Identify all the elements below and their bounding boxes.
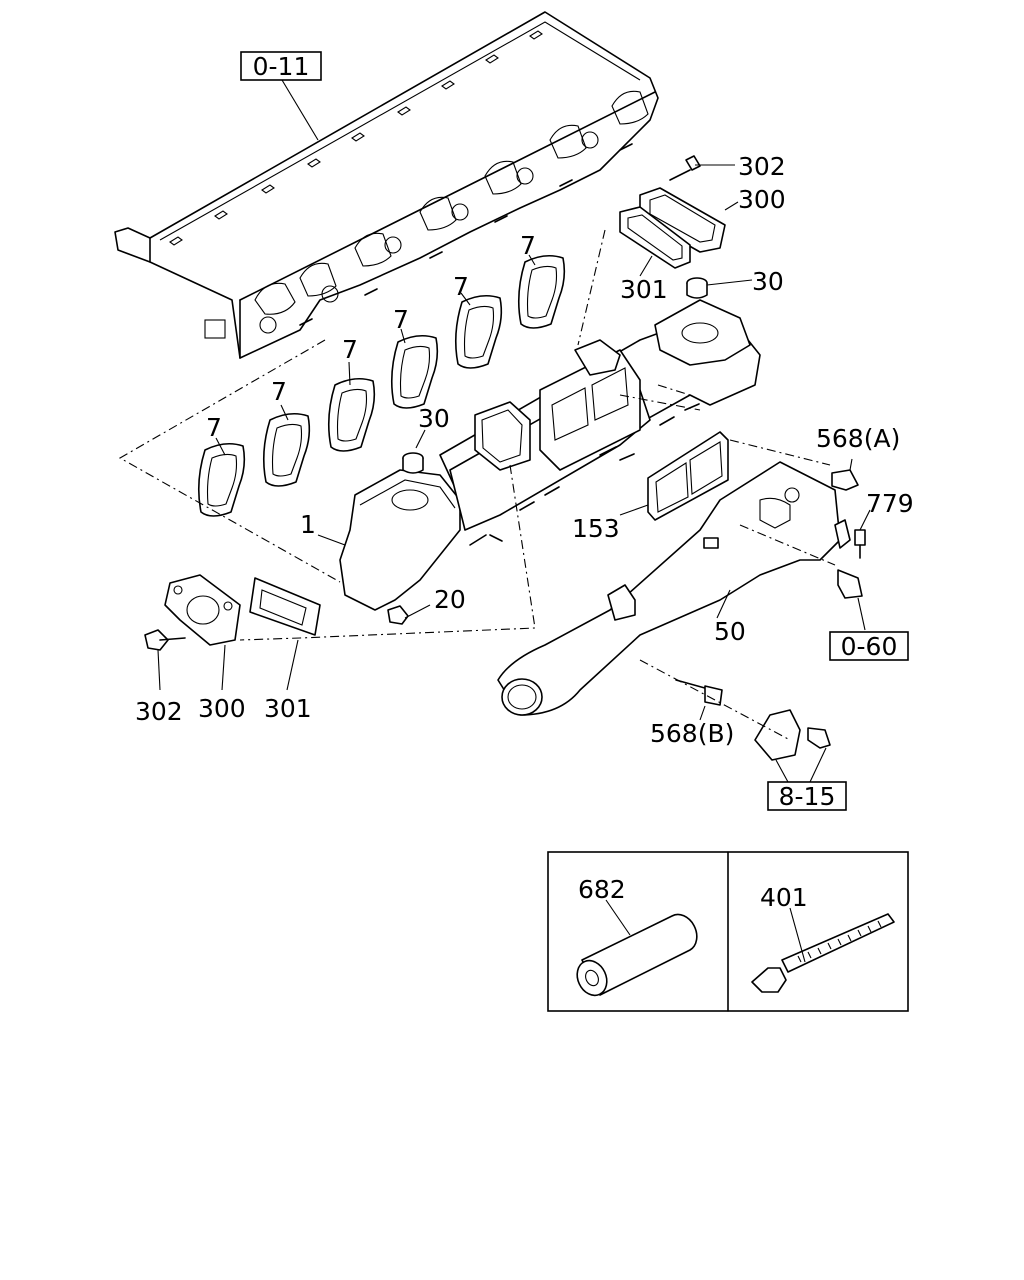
callout-7-c: 7 bbox=[342, 335, 358, 364]
manifold-gaskets bbox=[197, 254, 566, 517]
ref-box-8-15: 8-15 bbox=[767, 781, 847, 811]
ref-0-60-label: 0-60 bbox=[841, 632, 898, 661]
accessory-inset: 682 401 bbox=[547, 851, 909, 1012]
caps bbox=[402, 277, 708, 474]
sleeve-icon bbox=[576, 913, 698, 997]
callout-302-bottom: 302 bbox=[135, 697, 183, 726]
callout-50: 50 bbox=[714, 617, 746, 646]
callout-30-left: 30 bbox=[418, 404, 450, 433]
callout-300-bottom: 300 bbox=[198, 694, 246, 723]
bottom-cover-assembly bbox=[164, 574, 321, 646]
ref-0-11-label: 0-11 bbox=[253, 52, 310, 81]
callout-779: 779 bbox=[866, 489, 914, 518]
exhaust-outlet-gasket bbox=[647, 431, 729, 521]
callout-401: 401 bbox=[760, 883, 808, 912]
callout-30-right: 30 bbox=[752, 267, 784, 296]
callout-7-b: 7 bbox=[271, 377, 287, 406]
part-callouts: 302 300 301 30 7 7 7 7 7 7 30 568(A) 779… bbox=[135, 152, 914, 748]
cylinder-head bbox=[114, 11, 659, 359]
callout-301-bottom: 301 bbox=[264, 694, 312, 723]
callout-7-d: 7 bbox=[393, 305, 409, 334]
callout-682: 682 bbox=[578, 875, 626, 904]
cable-tie-icon bbox=[751, 913, 895, 993]
callout-7-a: 7 bbox=[206, 413, 222, 442]
callout-1: 1 bbox=[300, 510, 316, 539]
bracket bbox=[754, 709, 831, 761]
callout-7-e: 7 bbox=[453, 272, 469, 301]
fasteners bbox=[144, 469, 866, 706]
callout-153: 153 bbox=[572, 514, 620, 543]
ref-box-0-11: 0-11 bbox=[240, 51, 322, 81]
leader-lines bbox=[157, 79, 871, 783]
callout-300-top: 300 bbox=[738, 185, 786, 214]
assembly-lines bbox=[118, 229, 836, 741]
callout-7-f: 7 bbox=[520, 231, 536, 260]
exhaust-pipe bbox=[497, 461, 851, 716]
callout-20: 20 bbox=[434, 585, 466, 614]
top-cover-assembly bbox=[619, 155, 726, 269]
callout-301-top: 301 bbox=[620, 275, 668, 304]
ref-8-15-label: 8-15 bbox=[779, 782, 836, 811]
callout-568a: 568(A) bbox=[816, 424, 900, 453]
callout-568b: 568(B) bbox=[650, 719, 734, 748]
ref-box-0-60: 0-60 bbox=[829, 631, 909, 661]
callout-302-top: 302 bbox=[738, 152, 786, 181]
exhaust-manifold bbox=[339, 299, 761, 611]
